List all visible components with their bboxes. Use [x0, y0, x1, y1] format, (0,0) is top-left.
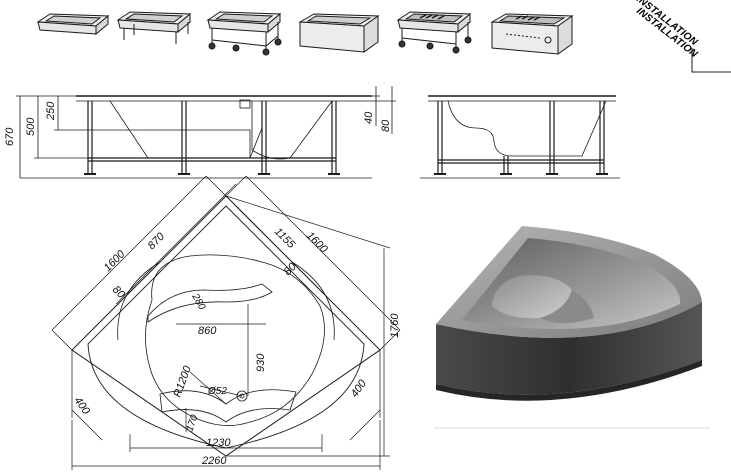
dim-panel-offset: 80	[380, 119, 392, 132]
side-view-dims: 670 500 250 40 80	[4, 101, 392, 146]
bathtub-frame-hydro-icon[interactable]	[396, 11, 472, 54]
dim-rim-right: 80	[282, 260, 300, 278]
dim-rim-thickness: 40	[363, 111, 375, 124]
dim-total-height: 670	[4, 127, 16, 146]
installation-labels: INSTALLATION INSTALLATION	[634, 0, 700, 60]
dim-leg-right: 400	[349, 377, 370, 400]
dim-rim-height: 500	[25, 117, 37, 136]
dim-seat-height: 250	[45, 101, 57, 121]
side-view-profile	[420, 95, 620, 179]
bathtub-plain-icon[interactable]	[36, 13, 110, 36]
dim-inner-right: 1155	[272, 226, 298, 252]
dim-seat-depth: 280	[189, 291, 208, 312]
dim-total-width: 2260	[201, 455, 227, 467]
bathtub-panel-icon[interactable]	[298, 13, 380, 53]
seat-outline	[147, 283, 273, 323]
variant-icons-row	[36, 11, 574, 56]
side-view-front	[16, 86, 396, 179]
dim-diagonal-depth: 1760	[389, 313, 401, 338]
plan-view-dims: 1600 870 1155 1600 80 80 280 860 930 Ø52…	[72, 226, 401, 467]
corner-bracket	[691, 48, 731, 73]
seat-3d	[492, 275, 572, 319]
dim-front-depth: 170	[184, 413, 200, 433]
plan-view	[51, 175, 401, 470]
dim-side-left: 1600	[102, 248, 128, 274]
bathtub-frame-wheels-icon[interactable]	[206, 11, 282, 56]
dim-corner-radius: R1200	[172, 364, 195, 399]
dim-leg-left: 400	[72, 395, 93, 418]
side-frame-legs	[84, 101, 340, 175]
dim-seat-width: 860	[198, 325, 217, 337]
plan-dimension-lines	[51, 175, 401, 470]
dim-base-width: 1230	[206, 437, 231, 449]
drain-icon	[236, 390, 248, 402]
bathtub-3d-render	[434, 226, 710, 429]
dim-drain-diameter: Ø52	[207, 386, 227, 397]
bathtub-legs-icon[interactable]	[116, 11, 192, 44]
bathtub-panel-hydro-icon[interactable]	[490, 13, 574, 55]
dim-center-drain: 930	[255, 353, 267, 372]
dim-side-right: 1600	[304, 230, 330, 256]
